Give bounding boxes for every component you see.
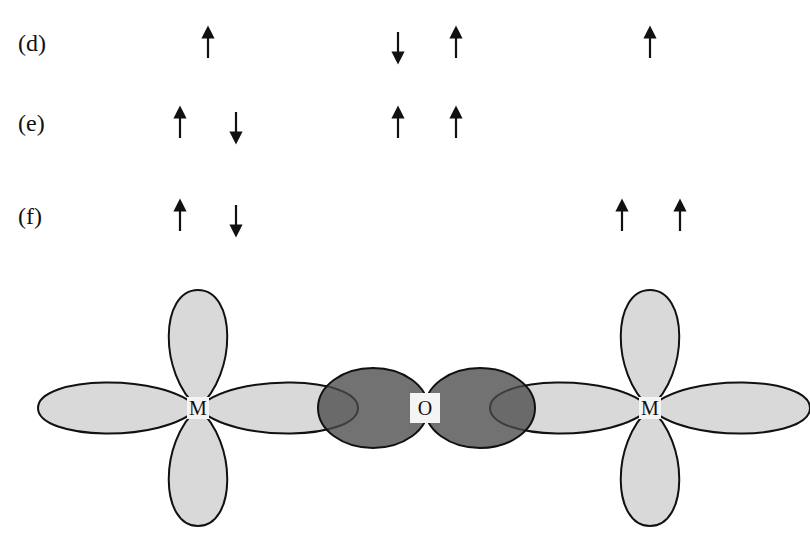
d-orbital: [38, 290, 810, 526]
atom-symbol: O: [416, 397, 434, 419]
panel-label: (d): [18, 30, 46, 57]
atom-center: M: [637, 396, 663, 420]
panel-label: (f): [18, 203, 42, 230]
atom-symbol: M: [187, 397, 209, 419]
atom-center: M: [185, 396, 211, 420]
o-center: [410, 393, 440, 423]
spin-arrows: [180, 32, 680, 231]
atom-center: O: [414, 396, 437, 420]
p-orbital: [318, 368, 535, 448]
panel-label: (e): [18, 110, 45, 137]
atom-symbol: M: [639, 397, 661, 419]
